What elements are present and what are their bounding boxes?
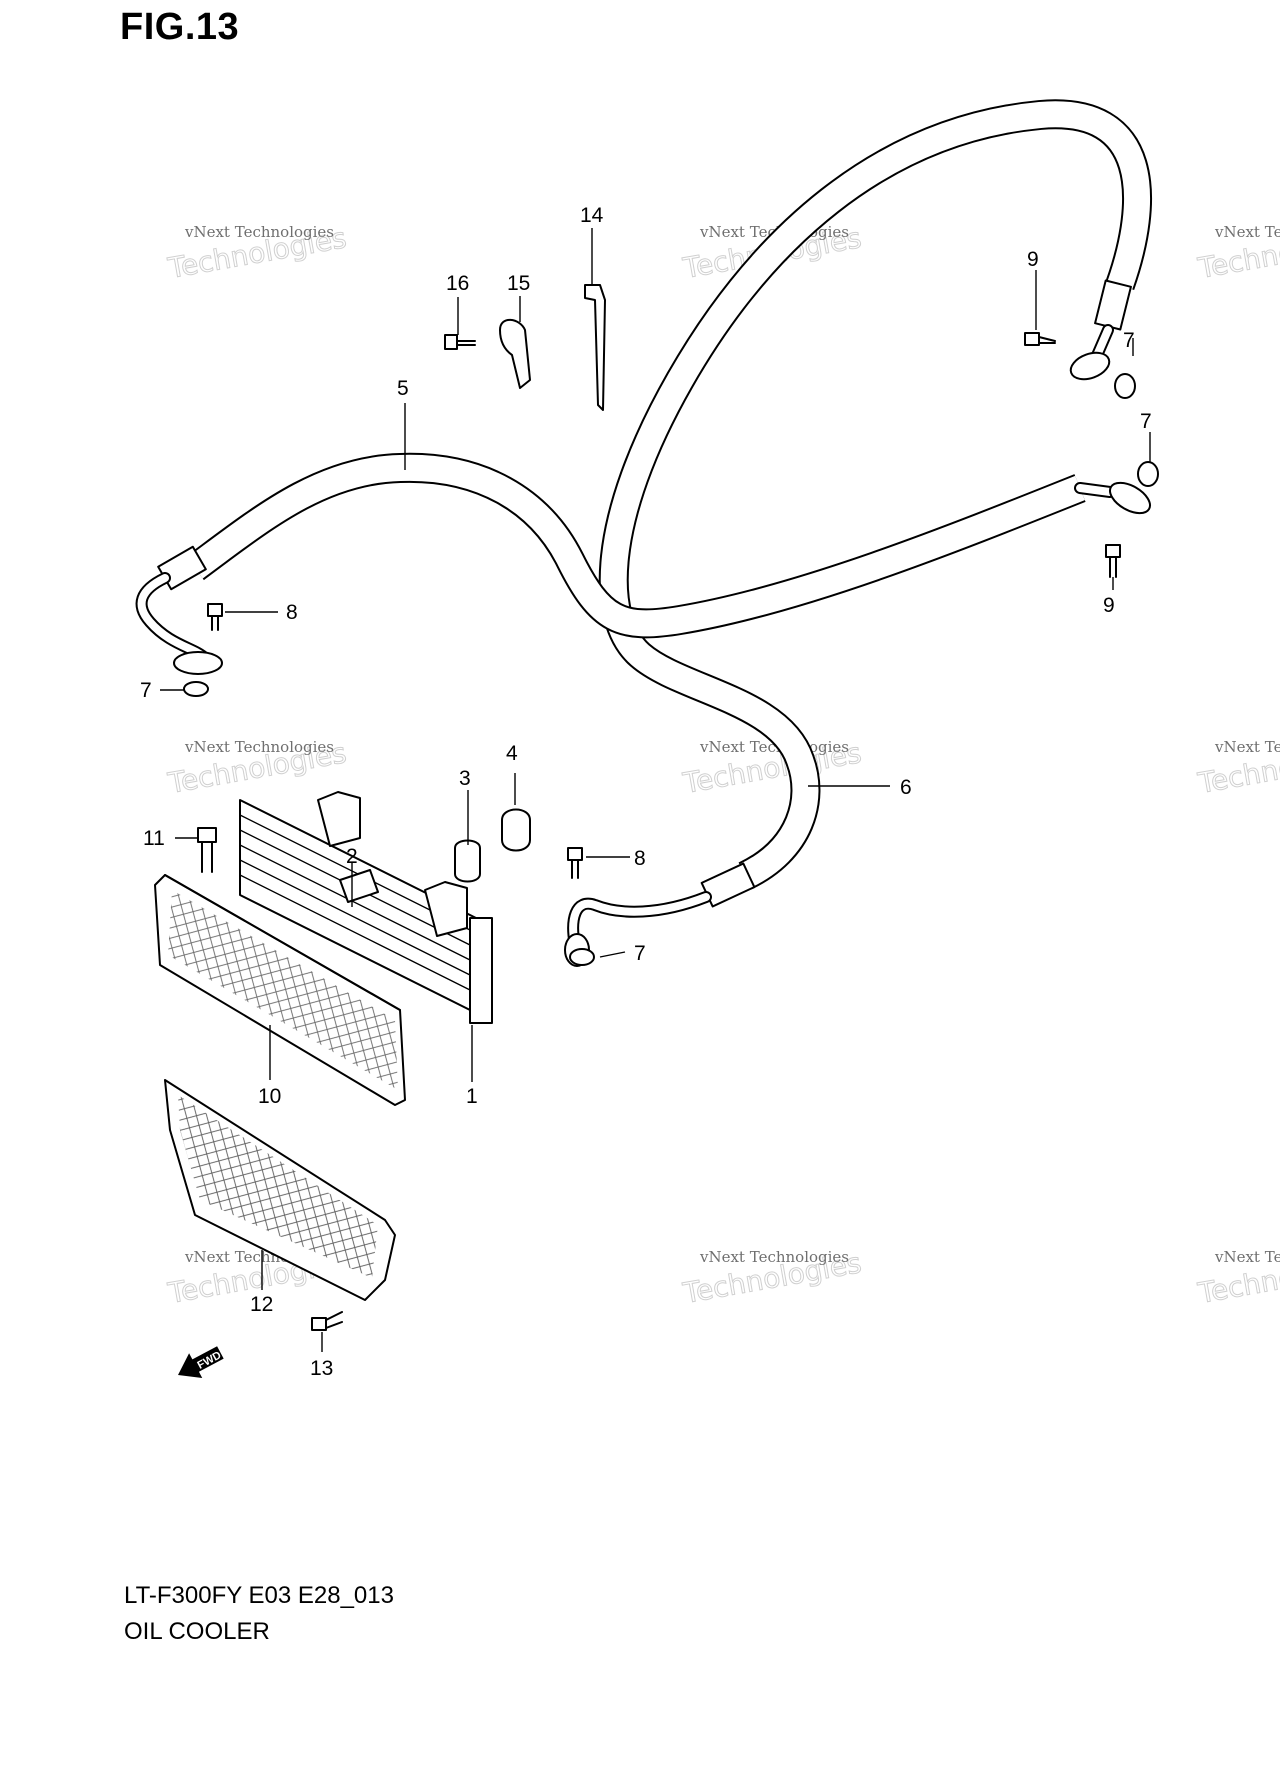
callout-14: 14 (580, 204, 604, 227)
callout-2: 2 (346, 845, 358, 868)
callout-12: 12 (250, 1293, 273, 1316)
fwd-arrow-icon: FWD (178, 1346, 224, 1378)
callout-5: 5 (397, 377, 409, 400)
callout-3: 3 (459, 767, 471, 790)
callout-15: 15 (507, 272, 530, 295)
watermark-text: vNext Technologies (1214, 738, 1280, 756)
hose-part-5 (135, 452, 1151, 675)
callout-13: 13 (310, 1357, 333, 1380)
callout-1: 1 (466, 1085, 478, 1108)
callout-11: 11 (143, 827, 165, 850)
oil-cooler-part-1 (239, 791, 493, 1024)
watermark-text: vNext Technologies (699, 1248, 849, 1266)
callout-7: 7 (1140, 410, 1152, 433)
fasteners (183, 284, 1159, 1331)
callout-9: 9 (1103, 594, 1115, 617)
watermark-text: vNext Technologies (1214, 1248, 1280, 1266)
callout-7: 7 (140, 679, 152, 702)
callout-labels: 1 2 3 4 5 6 7 7 7 7 8 8 9 9 10 11 12 13 … (140, 204, 1152, 1380)
callout-7: 7 (634, 942, 646, 965)
watermarks: Technologies vNext Technologies Technolo… (165, 221, 1280, 1311)
callout-16: 16 (446, 272, 469, 295)
callout-4: 4 (506, 742, 518, 765)
callout-8: 8 (286, 601, 298, 624)
watermark-text: vNext Technologies (1214, 223, 1280, 241)
callout-9: 9 (1027, 248, 1039, 271)
watermark-text: vNext Technologies (184, 738, 334, 756)
figure-title: FIG.13 (120, 6, 240, 48)
leader-lines (160, 228, 1151, 1352)
callout-7: 7 (1123, 329, 1135, 352)
model-code: LT-F300FY E03 E28_013 (124, 1582, 394, 1609)
fwd-label: FWD (196, 1349, 224, 1371)
watermark-text: vNext Technologies (184, 223, 334, 241)
callout-10: 10 (258, 1085, 281, 1108)
shroud-part-10 (154, 874, 406, 1106)
callout-6: 6 (900, 776, 912, 799)
callout-8: 8 (634, 847, 646, 870)
section-title: OIL COOLER (124, 1618, 270, 1645)
guard-part-12 (164, 1079, 396, 1301)
